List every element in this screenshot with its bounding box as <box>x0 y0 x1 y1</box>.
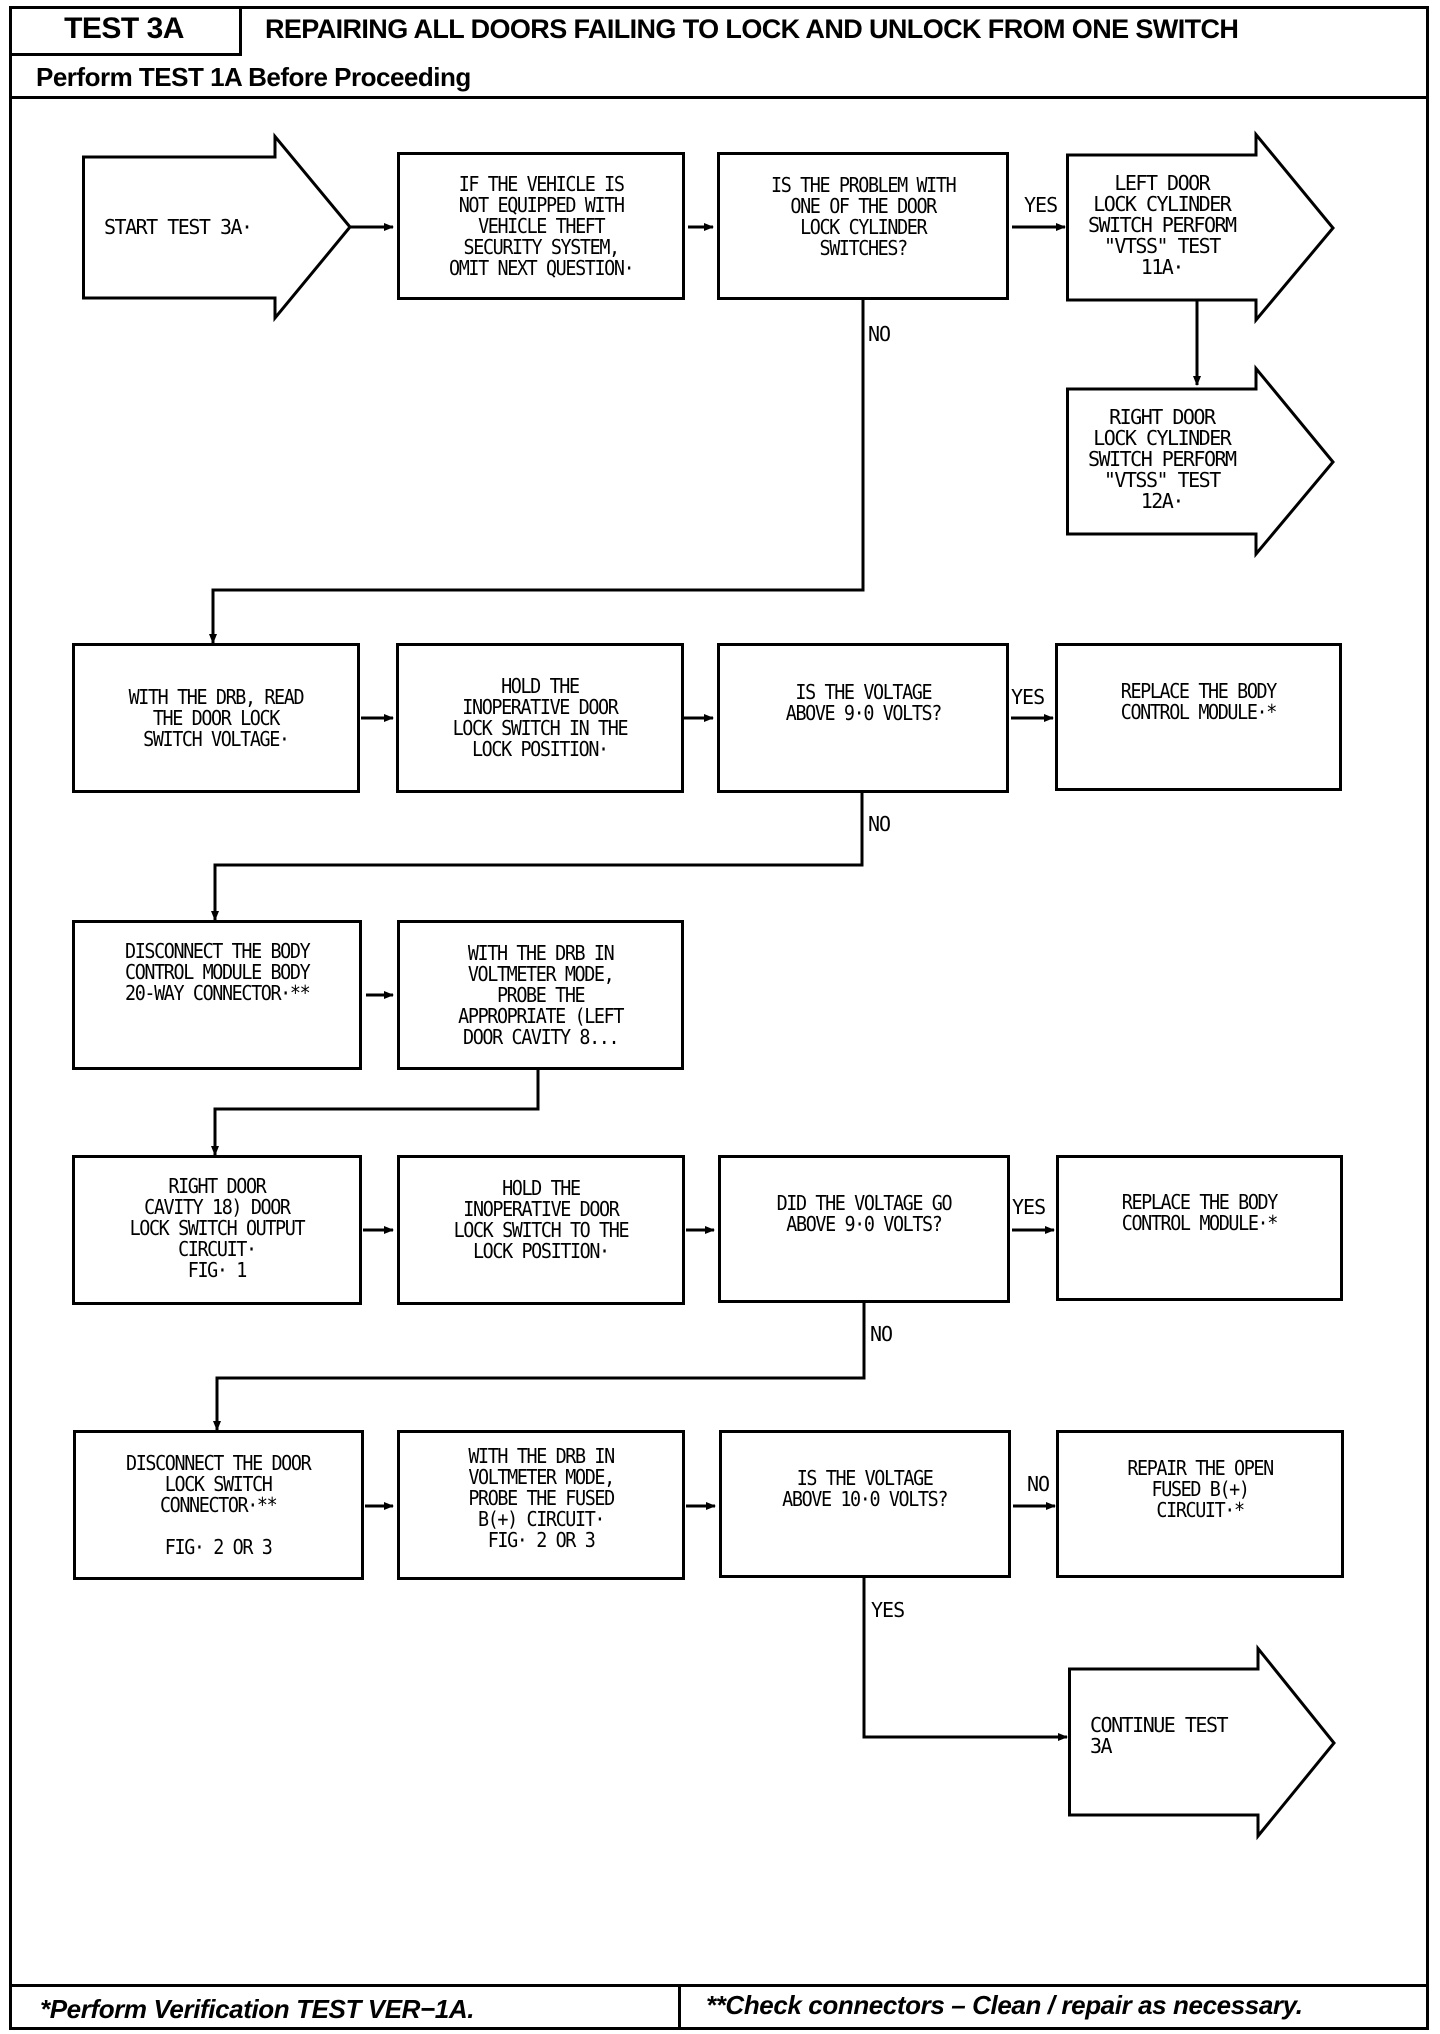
hold-lock-text-1: HOLD THE INOPERATIVE DOOR LOCK SWITCH IN… <box>452 674 629 761</box>
hold-lock-text-2: HOLD THE INOPERATIVE DOOR LOCK SWITCH TO… <box>453 1176 630 1263</box>
footer-column-divider <box>678 1984 681 2030</box>
repair-fused-box: REPAIR THE OPEN FUSED B(+) CIRCUIT·* <box>1056 1430 1344 1578</box>
edge-label-yes: YES <box>1011 685 1045 709</box>
page-title: REPAIRING ALL DOORS FAILING TO LOCK AND … <box>265 14 1239 44</box>
prerequisite-note: Perform TEST 1A Before Proceeding <box>36 62 471 92</box>
decision-cylinder-switch: IS THE PROBLEM WITH ONE OF THE DOOR LOCK… <box>717 152 1009 300</box>
replace-bcm-text-2: REPLACE THE BODY CONTROL MODULE·* <box>1121 1190 1279 1235</box>
right-cavity-text: RIGHT DOOR CAVITY 18) DOOR LOCK SWITCH O… <box>129 1174 306 1282</box>
edge-label-no: NO <box>868 812 891 836</box>
repair-fused-text: REPAIR THE OPEN FUSED B(+) CIRCUIT·* <box>1127 1455 1274 1522</box>
test-id: TEST 3A <box>9 6 242 56</box>
hold-lock-box-2: HOLD THE INOPERATIVE DOOR LOCK SWITCH TO… <box>397 1155 685 1305</box>
continue-test-node: CONTINUE TEST 3A <box>1068 1644 1338 1841</box>
disconnect-switch-box: DISCONNECT THE DOOR LOCK SWITCH CONNECTO… <box>73 1430 364 1580</box>
replace-bcm-text-1: REPLACE THE BODY CONTROL MODULE·* <box>1120 679 1278 724</box>
arrow-probe-to-right-cavity <box>211 1070 540 1156</box>
edge-label-no: NO <box>868 322 891 346</box>
disconnect-bcm-box: DISCONNECT THE BODY CONTROL MODULE BODY … <box>72 920 362 1070</box>
right-cavity-box: RIGHT DOOR CAVITY 18) DOOR LOCK SWITCH O… <box>72 1155 362 1305</box>
decision-cylinder-text: IS THE PROBLEM WITH ONE OF THE DOOR LOCK… <box>770 173 957 260</box>
start-text: START TEST 3A· <box>104 215 253 239</box>
vtss-note-box: IF THE VEHICLE IS NOT EQUIPPED WITH VEHI… <box>397 152 685 300</box>
arrow-q9-no <box>211 790 864 921</box>
hold-lock-box-1: HOLD THE INOPERATIVE DOOR LOCK SWITCH IN… <box>396 643 684 793</box>
decision-above-9v: IS THE VOLTAGE ABOVE 9·0 VOLTS? <box>717 643 1009 793</box>
footnote-verification: *Perform Verification TEST VER−1A. <box>40 1994 475 2024</box>
disconnect-switch-text: DISCONNECT THE DOOR LOCK SWITCH CONNECTO… <box>126 1450 312 1559</box>
read-voltage-text: WITH THE DRB, READ THE DOOR LOCK SWITCH … <box>128 684 305 751</box>
header-divider <box>9 96 1429 99</box>
edge-label-yes: YES <box>1024 193 1058 217</box>
replace-bcm-box-2: REPLACE THE BODY CONTROL MODULE·* <box>1056 1155 1343 1301</box>
disconnect-bcm-text: DISCONNECT THE BODY CONTROL MODULE BODY … <box>124 939 311 1005</box>
decision-above-10v-text: IS THE VOLTAGE ABOVE 10·0 VOLTS? <box>782 1466 949 1511</box>
replace-bcm-box-1: REPLACE THE BODY CONTROL MODULE·* <box>1055 643 1342 791</box>
edge-label-yes: YES <box>871 1598 905 1622</box>
page-frame <box>9 6 1429 2030</box>
probe-cavity-text: WITH THE DRB IN VOLTMETER MODE, PROBE TH… <box>458 940 624 1049</box>
edge-label-yes: YES <box>1012 1195 1046 1219</box>
decision-above-9v-text: IS THE VOLTAGE ABOVE 9·0 VOLTS? <box>785 680 942 725</box>
arrow-q10-yes <box>862 1575 1068 1741</box>
probe-fused-text: WITH THE DRB IN VOLTMETER MODE, PROBE TH… <box>468 1443 615 1552</box>
start-node: START TEST 3A· <box>82 132 352 323</box>
arrow-qgo9-no <box>213 1300 866 1431</box>
arrow-q-cylinder-no <box>209 300 865 644</box>
decision-go-above-9v-text: DID THE VOLTAGE GO ABOVE 9·0 VOLTS? <box>776 1191 953 1236</box>
decision-go-above-9v: DID THE VOLTAGE GO ABOVE 9·0 VOLTS? <box>718 1155 1010 1303</box>
left-door-test-node: LEFT DOOR LOCK CYLINDER SWITCH PERFORM "… <box>1066 130 1336 325</box>
left-door-text: LEFT DOOR LOCK CYLINDER SWITCH PERFORM "… <box>1088 171 1237 279</box>
vtss-note-text: IF THE VEHICLE IS NOT EQUIPPED WITH VEHI… <box>448 171 635 280</box>
edge-label-no: NO <box>870 1322 893 1346</box>
decision-above-10v: IS THE VOLTAGE ABOVE 10·0 VOLTS? <box>719 1430 1011 1578</box>
probe-fused-box: WITH THE DRB IN VOLTMETER MODE, PROBE TH… <box>397 1430 685 1580</box>
read-voltage-box: WITH THE DRB, READ THE DOOR LOCK SWITCH … <box>72 643 360 793</box>
probe-cavity-box: WITH THE DRB IN VOLTMETER MODE, PROBE TH… <box>397 920 684 1070</box>
right-door-text: RIGHT DOOR LOCK CYLINDER SWITCH PERFORM … <box>1088 405 1237 513</box>
edge-label-no: NO <box>1027 1472 1050 1496</box>
footnote-connectors: **Check connectors – Clean / repair as n… <box>706 1990 1303 2020</box>
continue-text: CONTINUE TEST 3A <box>1090 1713 1229 1758</box>
footer-divider <box>9 1984 1429 1987</box>
right-door-test-node: RIGHT DOOR LOCK CYLINDER SWITCH PERFORM … <box>1066 364 1336 559</box>
